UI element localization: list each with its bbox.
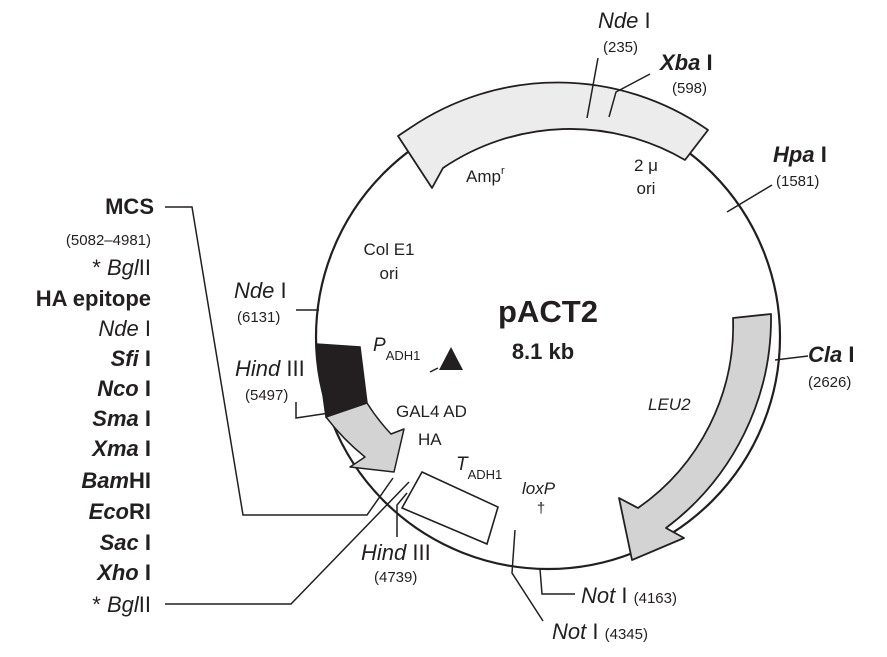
site-nde-top: Nde I (235) — [598, 8, 651, 56]
mcs-sac: Sac I — [100, 530, 151, 555]
site-xba: Xba I (598) — [658, 50, 713, 97]
site-position: (4739) — [374, 569, 417, 586]
svg-text:Cla I: Cla I — [808, 342, 855, 367]
site-position: (4345) — [605, 626, 648, 643]
mcs-ha-epitope: HA epitope — [36, 286, 151, 311]
amp-label: Ampr — [466, 165, 505, 186]
site-name: Hind — [235, 356, 281, 381]
site-hind-bottom: Hind III (4739) — [361, 540, 431, 586]
mcs-sma: Sma I — [92, 406, 151, 431]
svg-text:Nde I: Nde I — [234, 278, 287, 303]
gal4-ad-label: GAL4 AD — [396, 402, 467, 421]
site-name: Not — [581, 583, 616, 608]
loxp-label: loxP — [522, 479, 556, 498]
col-e1-ori-line2: ori — [380, 264, 399, 283]
site-suffix: I — [280, 278, 286, 303]
site-name: Xba — [658, 50, 700, 75]
dagger-icon: † — [537, 500, 545, 517]
tadh1-label: TADH1 — [456, 454, 502, 482]
nde-top-pointer — [586, 57, 599, 119]
site-name: Nde — [234, 278, 274, 303]
mcs-xho: Xho I — [95, 560, 151, 585]
mcs-nde: Nde I — [98, 316, 151, 341]
mcs-top-bracket — [165, 206, 394, 516]
svg-text:Not I (4163): Not I (4163) — [581, 583, 677, 608]
not4163-pointer — [539, 568, 575, 595]
padh1-triangle-icon — [439, 347, 463, 370]
mcs-bgl-bottom: * BglII — [92, 592, 151, 617]
site-name: Hpa — [773, 142, 815, 167]
site-suffix: I — [621, 583, 627, 608]
svg-text:Nde I: Nde I — [598, 8, 651, 33]
amp-resistance-arrow — [397, 81, 709, 189]
hpa-pointer — [726, 184, 773, 213]
site-suffix: I — [848, 342, 854, 367]
site-suffix: I — [592, 619, 598, 644]
cla-pointer — [774, 355, 809, 361]
site-nde-left: Nde I (6131) — [234, 278, 287, 326]
site-not-4163: Not I (4163) — [581, 583, 677, 608]
svg-text:Not I (4345): Not I (4345) — [552, 619, 648, 644]
hind-bottom-pointer — [396, 492, 408, 537]
site-position: (598) — [672, 80, 707, 97]
site-name: Hind — [361, 540, 407, 565]
mcs-list: MCS (5082–4981) * BglII HA epitope Nde I… — [36, 194, 154, 617]
site-position: (4163) — [634, 590, 677, 607]
svg-text:Hind III: Hind III — [235, 356, 305, 381]
plasmid-name: pACT2 — [498, 294, 598, 329]
mcs-sfi: Sfi I — [111, 346, 151, 371]
two-mu-ori-line1: 2 μ — [634, 156, 658, 175]
mcs-bgl-top: * BglII — [92, 255, 151, 280]
pointer-lines — [165, 57, 809, 622]
site-name: Cla — [808, 342, 842, 367]
site-hind-left: Hind III (5497) — [235, 356, 305, 404]
mcs-bottom-bracket — [165, 481, 410, 605]
site-hpa: Hpa I (1581) — [773, 142, 827, 190]
gal4-ad-arrow — [325, 402, 405, 473]
site-suffix: I — [706, 50, 712, 75]
mcs-nco: Nco I — [97, 376, 151, 401]
two-mu-ori-line2: ori — [637, 179, 656, 198]
padh1-pointer — [429, 367, 439, 373]
svg-text:Xba I: Xba I — [658, 50, 713, 75]
ha-label: HA — [418, 430, 442, 449]
svg-text:Hind III: Hind III — [361, 540, 431, 565]
mcs-eco: EcoRI — [89, 499, 151, 524]
xba-pointer — [608, 73, 651, 118]
site-suffix: III — [286, 356, 304, 381]
leu2-label: LEU2 — [648, 395, 691, 414]
site-position: (1581) — [776, 173, 819, 190]
mcs-range: (5082–4981) — [66, 232, 151, 249]
site-suffix: III — [412, 540, 430, 565]
site-suffix: I — [821, 142, 827, 167]
not4345-pointer — [511, 529, 544, 622]
mcs-title: MCS — [105, 194, 154, 219]
col-e1-ori-line1: Col E1 — [363, 240, 414, 259]
site-not-4345: Not I (4345) — [552, 619, 648, 644]
plasmid-size: 8.1 kb — [512, 339, 574, 364]
tadh1-terminator-block — [400, 470, 499, 546]
mcs-bam: BamHI — [81, 468, 151, 493]
svg-text:Hpa I: Hpa I — [773, 142, 827, 167]
site-name: Nde — [598, 8, 638, 33]
padh1-label: PADH1 — [373, 335, 420, 363]
site-position: (235) — [603, 39, 638, 56]
site-suffix: I — [644, 8, 650, 33]
site-name: Not — [552, 619, 587, 644]
site-position: (5497) — [245, 387, 288, 404]
hind-left-pointer — [295, 402, 337, 419]
leu2-arrow — [618, 313, 772, 561]
site-position: (6131) — [237, 309, 280, 326]
site-position: (2626) — [808, 374, 851, 391]
mcs-xma: Xma I — [90, 436, 151, 461]
site-cla: Cla I (2626) — [808, 342, 855, 391]
